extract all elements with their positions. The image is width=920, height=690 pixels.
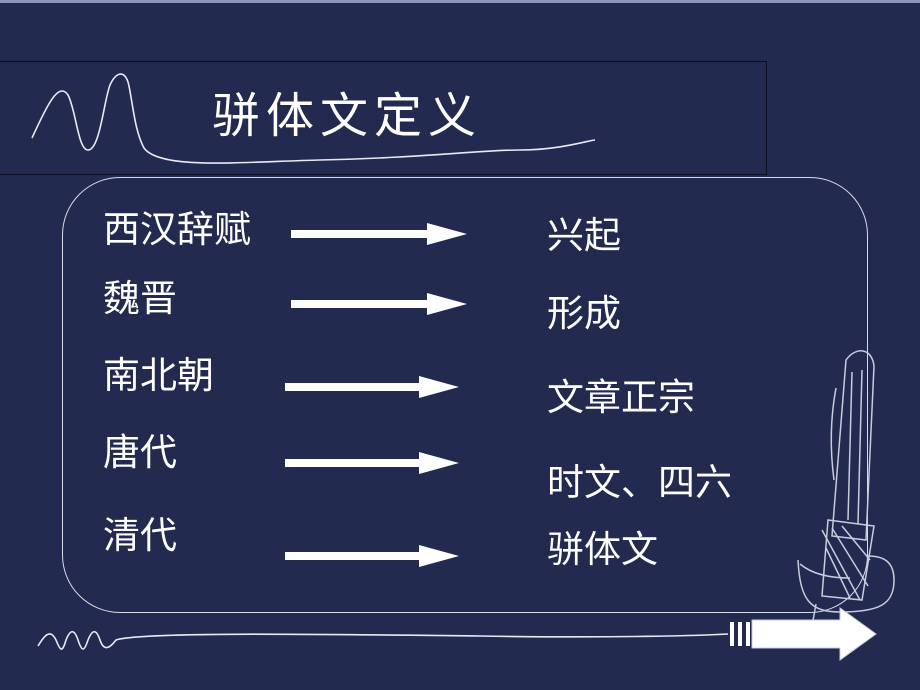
result-label: 骈体文 (547, 528, 658, 571)
period-label: 清代 (103, 514, 177, 557)
content-panel (62, 177, 868, 613)
period-label: 南北朝 (103, 354, 214, 397)
result-label: 兴起 (547, 214, 621, 257)
right-arrow-icon (291, 293, 467, 315)
right-arrow-icon (285, 545, 459, 567)
result-label: 时文、四六 (547, 461, 732, 504)
result-label: 文章正宗 (547, 376, 695, 419)
result-label: 形成 (547, 292, 621, 335)
period-label: 西汉辞赋 (103, 208, 251, 251)
top-border-line (0, 0, 920, 3)
slide-title: 骈体文定义 (212, 88, 483, 144)
right-arrow-icon (285, 376, 459, 398)
right-arrow-icon (285, 452, 459, 474)
title-band (0, 61, 767, 175)
period-label: 魏晋 (103, 277, 177, 320)
period-label: 唐代 (103, 431, 177, 474)
right-arrow-icon (291, 223, 467, 245)
